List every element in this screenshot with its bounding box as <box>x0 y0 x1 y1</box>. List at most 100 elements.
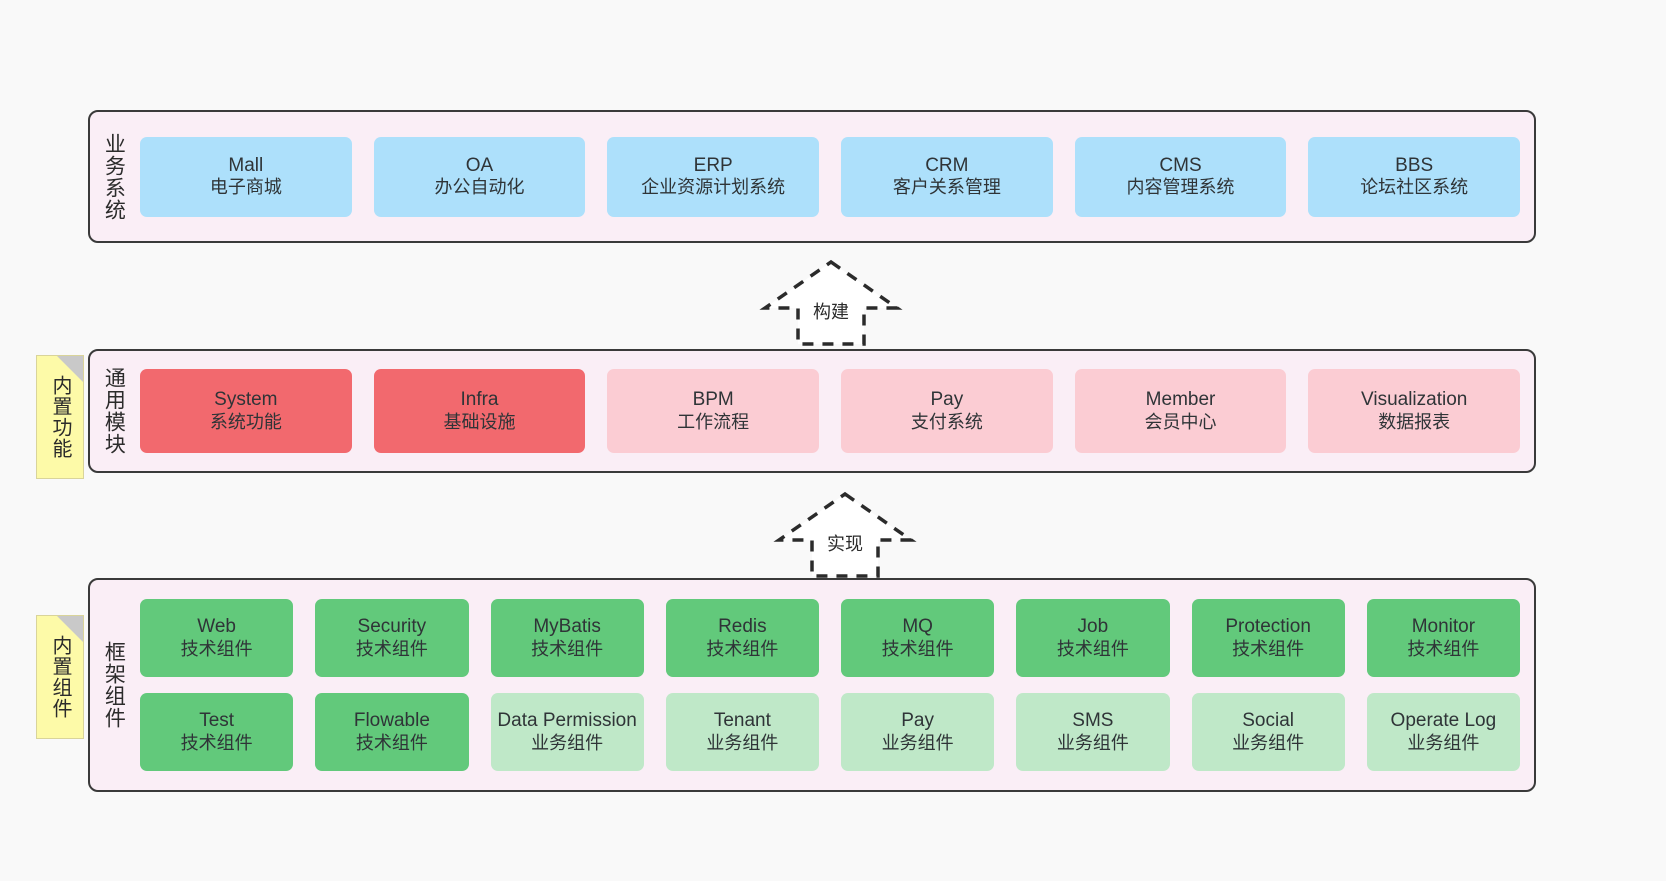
note-builtin-components-label: 内置组件 <box>49 635 71 719</box>
node-web-title: Web <box>197 616 236 638</box>
node-redis-subtitle: 技术组件 <box>706 638 779 659</box>
layer-business-systems-title: 业务系统 <box>102 132 126 221</box>
node-crm[interactable]: CRM 客户关系管理 <box>841 136 1053 217</box>
node-monitor-subtitle: 技术组件 <box>1407 638 1480 659</box>
node-redis-title: Redis <box>718 616 767 638</box>
node-test-title: Test <box>199 710 235 732</box>
node-job-subtitle: 技术组件 <box>1056 638 1129 659</box>
node-flowable[interactable]: Flowable 技术组件 <box>315 693 469 771</box>
node-flowable-subtitle: 技术组件 <box>355 732 428 753</box>
node-cms[interactable]: CMS 内容管理系统 <box>1074 136 1287 217</box>
node-operate-log[interactable]: Operate Log 业务组件 <box>1366 693 1520 771</box>
arrow-implement: 实现 <box>770 490 920 578</box>
node-job[interactable]: Job 技术组件 <box>1016 599 1170 677</box>
node-monitor-title: Monitor <box>1411 616 1476 638</box>
node-infra-title: Infra <box>460 389 499 411</box>
node-pay-component[interactable]: Pay 业务组件 <box>841 693 995 771</box>
node-system[interactable]: System 系统功能 <box>140 369 352 453</box>
node-data-permission[interactable]: Data Permission 业务组件 <box>490 693 644 771</box>
node-pay-component-subtitle: 业务组件 <box>881 732 954 753</box>
arrow-build-label: 构建 <box>813 302 849 322</box>
layer-business-systems-body: Mall 电子商城 OA 办公自动化 ERP 企业资源计划系统 CRM 客户关系… <box>136 112 1534 241</box>
node-bbs[interactable]: BBS 论坛社区系统 <box>1308 136 1521 217</box>
layer-general-modules-title: 通用模块 <box>102 367 126 455</box>
node-oa-subtitle: 办公自动化 <box>434 177 525 198</box>
node-monitor[interactable]: Monitor 技术组件 <box>1366 599 1520 677</box>
layer-general-modules: 通用模块 System 系统功能 Infra 基础设施 BPM 工作流程 Pay… <box>88 349 1536 473</box>
node-mall-title: Mall <box>228 154 264 176</box>
arrow-implement-label: 实现 <box>827 534 863 554</box>
node-sms[interactable]: SMS 业务组件 <box>1016 693 1170 771</box>
node-protection[interactable]: Protection 技术组件 <box>1191 599 1345 677</box>
node-cms-subtitle: 内容管理系统 <box>1126 177 1235 198</box>
node-erp[interactable]: ERP 企业资源计划系统 <box>607 136 820 217</box>
node-protection-title: Protection <box>1225 616 1311 638</box>
node-crm-subtitle: 客户关系管理 <box>892 177 1001 198</box>
node-visualization-title: Visualization <box>1361 389 1468 411</box>
node-infra[interactable]: Infra 基础设施 <box>373 369 586 453</box>
node-pay-module-title: Pay <box>930 389 964 411</box>
node-mall[interactable]: Mall 电子商城 <box>140 136 352 217</box>
node-system-subtitle: 系统功能 <box>209 411 282 432</box>
node-data-permission-subtitle: 业务组件 <box>531 732 604 753</box>
node-bpm-title: BPM <box>692 389 734 411</box>
note-builtin-components: 内置组件 <box>36 615 84 739</box>
arrow-build: 构建 <box>756 258 906 346</box>
node-infra-subtitle: 基础设施 <box>443 411 516 432</box>
node-erp-title: ERP <box>693 154 733 176</box>
note-fold-corner-icon <box>57 616 83 642</box>
node-visualization[interactable]: Visualization 数据报表 <box>1308 369 1521 453</box>
node-member-subtitle: 会员中心 <box>1144 411 1217 432</box>
node-redis[interactable]: Redis 技术组件 <box>665 599 819 677</box>
layer-framework-components-title: 框架组件 <box>102 641 126 729</box>
node-mybatis-subtitle: 技术组件 <box>531 638 604 659</box>
node-oa-title: OA <box>465 154 494 176</box>
node-security[interactable]: Security 技术组件 <box>315 599 469 677</box>
node-data-permission-title: Data Permission <box>497 710 637 732</box>
node-mq[interactable]: MQ 技术组件 <box>841 599 995 677</box>
layer-framework-components-body: Web 技术组件 Security 技术组件 MyBatis 技术组件 Redi… <box>136 580 1534 790</box>
node-tenant-subtitle: 业务组件 <box>706 732 779 753</box>
node-pay-module-subtitle: 支付系统 <box>910 411 983 432</box>
node-sms-subtitle: 业务组件 <box>1056 732 1129 753</box>
node-security-subtitle: 技术组件 <box>355 638 428 659</box>
node-tenant-title: Tenant <box>713 710 771 732</box>
node-bpm[interactable]: BPM 工作流程 <box>607 369 820 453</box>
node-mybatis[interactable]: MyBatis 技术组件 <box>490 599 644 677</box>
node-operate-log-subtitle: 业务组件 <box>1407 732 1480 753</box>
node-social[interactable]: Social 业务组件 <box>1191 693 1345 771</box>
node-social-title: Social <box>1242 710 1294 732</box>
node-mybatis-title: MyBatis <box>533 616 601 638</box>
node-mq-title: MQ <box>902 616 933 638</box>
node-social-subtitle: 业务组件 <box>1232 732 1305 753</box>
framework-components-row-tech: Web 技术组件 Security 技术组件 MyBatis 技术组件 Redi… <box>140 599 1520 677</box>
framework-components-row-business: Test 技术组件 Flowable 技术组件 Data Permission … <box>140 693 1520 771</box>
node-mq-subtitle: 技术组件 <box>881 638 954 659</box>
node-protection-subtitle: 技术组件 <box>1232 638 1305 659</box>
node-tenant[interactable]: Tenant 业务组件 <box>665 693 819 771</box>
node-pay-module[interactable]: Pay 支付系统 <box>841 369 1053 453</box>
node-pay-component-title: Pay <box>901 710 934 732</box>
layer-framework-components: 框架组件 Web 技术组件 Security 技术组件 MyBatis 技术组件… <box>88 578 1536 792</box>
node-web-subtitle: 技术组件 <box>180 638 253 659</box>
layer-business-systems: 业务系统 Mall 电子商城 OA 办公自动化 ERP 企业资源计划系统 CRM… <box>88 110 1536 243</box>
note-builtin-features: 内置功能 <box>36 355 84 479</box>
node-security-title: Security <box>357 616 427 638</box>
business-systems-row: Mall 电子商城 OA 办公自动化 ERP 企业资源计划系统 CRM 客户关系… <box>140 136 1521 217</box>
node-system-title: System <box>214 389 278 411</box>
node-erp-subtitle: 企业资源计划系统 <box>641 177 786 198</box>
node-member[interactable]: Member 会员中心 <box>1074 369 1287 453</box>
node-bbs-subtitle: 论坛社区系统 <box>1360 177 1469 198</box>
node-web[interactable]: Web 技术组件 <box>140 599 294 677</box>
node-visualization-subtitle: 数据报表 <box>1378 411 1451 432</box>
note-fold-corner-icon <box>57 356 83 382</box>
node-sms-title: SMS <box>1072 710 1114 732</box>
node-flowable-title: Flowable <box>353 710 430 732</box>
node-crm-title: CRM <box>925 154 969 176</box>
node-oa[interactable]: OA 办公自动化 <box>373 136 586 217</box>
node-test-subtitle: 技术组件 <box>180 732 253 753</box>
node-test[interactable]: Test 技术组件 <box>140 693 294 771</box>
node-operate-log-title: Operate Log <box>1390 710 1497 732</box>
layer-general-modules-body: System 系统功能 Infra 基础设施 BPM 工作流程 Pay 支付系统… <box>136 351 1534 471</box>
